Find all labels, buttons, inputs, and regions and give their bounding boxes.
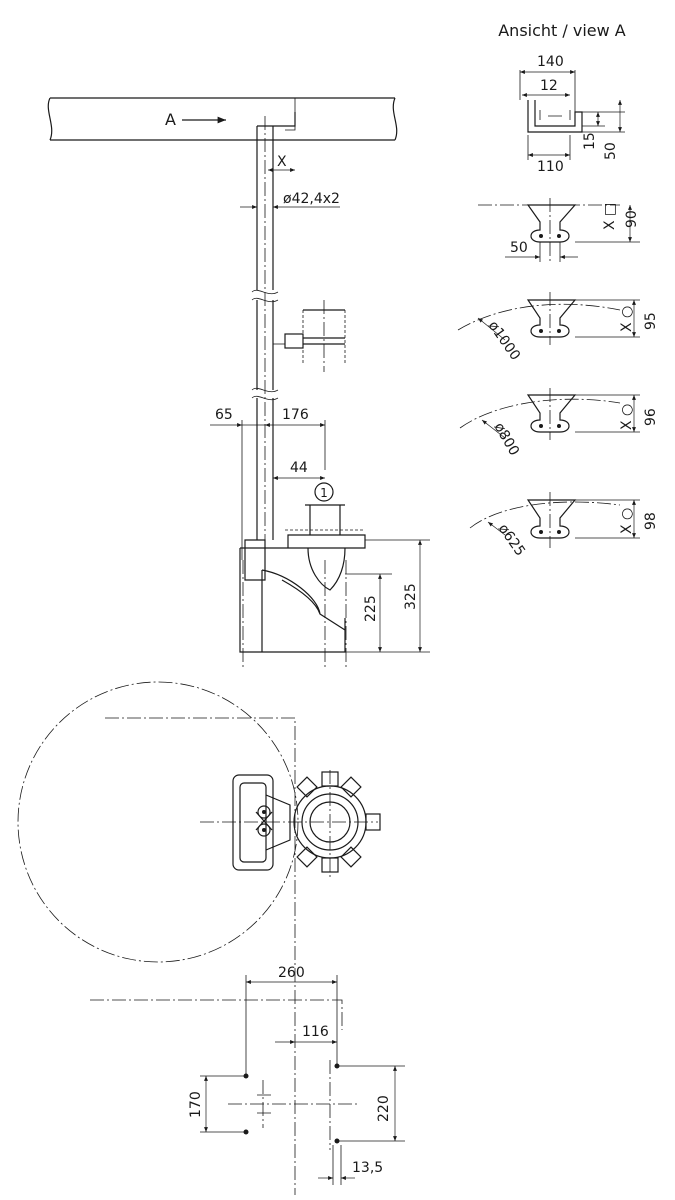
bracket-2-symbol: X ○ bbox=[619, 306, 635, 332]
bracket-2-height: 95 bbox=[643, 312, 659, 330]
dim-12: 12 bbox=[540, 78, 558, 94]
callout-circle bbox=[314, 482, 334, 502]
dim-220: 220 bbox=[376, 1095, 392, 1122]
view-a-label: A bbox=[165, 110, 176, 129]
dim-225: 225 bbox=[363, 595, 379, 622]
dim-116: 116 bbox=[302, 1024, 329, 1040]
bracket-4-symbol: X ○ bbox=[619, 508, 635, 534]
dim-176: 176 bbox=[282, 407, 309, 423]
bracket-1-symbol: X □ bbox=[602, 203, 618, 230]
dim-44: 44 bbox=[290, 460, 308, 476]
pump-body bbox=[239, 504, 366, 653]
bracket-3-radius: ø800 bbox=[491, 420, 523, 459]
top-view bbox=[17, 681, 381, 1195]
side-view: A X ø42,4x2 65 176 44 bbox=[47, 97, 430, 668]
bracket-3-symbol: X ○ bbox=[619, 404, 635, 430]
dim-260: 260 bbox=[278, 965, 305, 981]
bracket-4-height: 98 bbox=[643, 512, 659, 530]
dim-65: 65 bbox=[215, 407, 233, 423]
dim-13-5: 13,5 bbox=[352, 1160, 383, 1176]
dim-110: 110 bbox=[537, 159, 564, 175]
ceiling-slab bbox=[47, 97, 398, 141]
dim-pipe: ø42,4x2 bbox=[283, 191, 340, 207]
dim-325: 325 bbox=[403, 583, 419, 610]
base-plan: 260 116 170 220 13,5 bbox=[90, 965, 405, 1185]
bracket-4-radius: ø625 bbox=[495, 521, 528, 559]
dim-140: 140 bbox=[537, 54, 564, 70]
bracket-variant-800: ø800 X ○ 96 bbox=[459, 388, 659, 459]
bracket-variant-square: 50 X □ 90 bbox=[478, 198, 640, 262]
callout-1: 1 bbox=[320, 486, 328, 500]
view-a-bracket: 140 12 110 15 50 bbox=[519, 54, 625, 175]
bracket-variant-1000: ø1000 X ○ 95 bbox=[457, 292, 659, 364]
bracket-1-height: 90 bbox=[624, 210, 640, 228]
view-title: Ansicht / view A bbox=[498, 21, 626, 40]
bracket-2-radius: ø1000 bbox=[485, 318, 523, 363]
dim-50: 50 bbox=[603, 142, 619, 160]
dim-x: X bbox=[277, 154, 287, 170]
dim-170: 170 bbox=[188, 1091, 204, 1118]
bracket-1-width: 50 bbox=[510, 240, 528, 256]
dim-15: 15 bbox=[582, 132, 598, 150]
bracket-3-height: 96 bbox=[643, 408, 659, 426]
bracket-variant-625: ø625 X ○ 98 bbox=[469, 492, 659, 559]
